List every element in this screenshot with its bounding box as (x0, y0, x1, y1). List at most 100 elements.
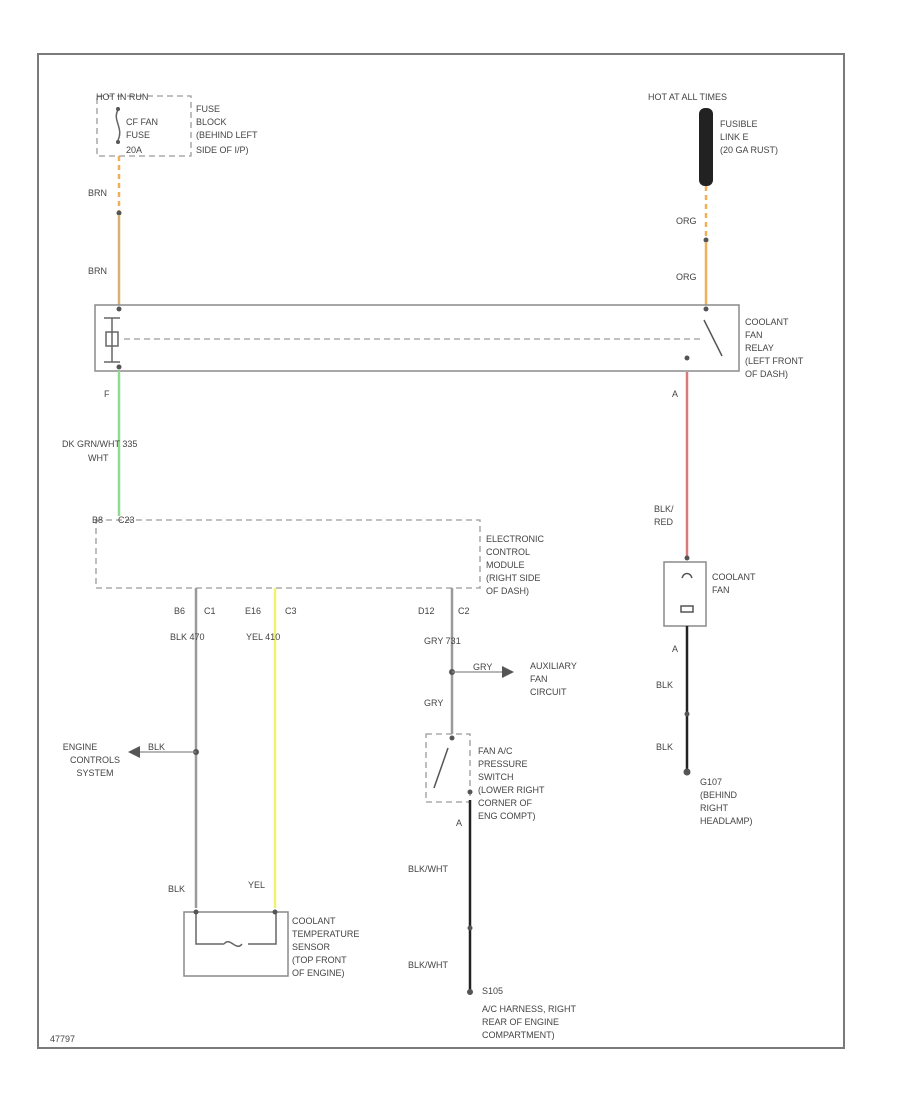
relay-line4: (LEFT FRONT (745, 356, 804, 366)
s105-line3: REAR OF ENGINE (482, 1017, 559, 1027)
ecm-pin-c3: C3 (285, 606, 297, 616)
ecm-pin-e16: E16 (245, 606, 261, 616)
ecm-pin-b8: B8 (92, 515, 103, 525)
relay-switch-arm (703, 319, 723, 357)
wire-blkwht-label-2: BLK/WHT (408, 960, 449, 970)
aux-line1: AUXILIARY (530, 661, 577, 671)
ecm-pin-d12: D12 (418, 606, 435, 616)
wire-blk-red-label-1: BLK/ (654, 504, 674, 514)
sensor-line3: SENSOR (292, 942, 331, 952)
ecm-line5: OF DASH) (486, 586, 529, 596)
sensor-pin-yel (272, 909, 278, 915)
aux-line2: FAN (530, 674, 548, 684)
fuse-block-line3: (BEHIND LEFT (196, 130, 258, 140)
wire-blkwht-label-1: BLK/WHT (408, 864, 449, 874)
s105-line1: S105 (482, 986, 503, 996)
fuse-block-line2: BLOCK (196, 117, 227, 127)
switch-line1: FAN A/C (478, 746, 513, 756)
sensor-line4: (TOP FRONT (292, 955, 347, 965)
coolant-temperature-sensor: BLK YEL COOLANT TEMPERATURE SENSOR (TOP … (168, 880, 359, 978)
connector-blk (684, 711, 690, 717)
switch-terminal-top (449, 735, 455, 741)
fan-symbol (680, 572, 694, 613)
wire-org-label-top: ORG (676, 216, 697, 226)
relay-line1: COOLANT (745, 317, 789, 327)
wire-blk-label-1: BLK (656, 680, 673, 690)
relay-pin-a: A (672, 389, 678, 399)
hot-in-run-label: HOT IN RUN (96, 92, 148, 102)
fusible-line2: LINK E (720, 132, 749, 142)
switch-terminal-bottom (467, 789, 473, 795)
wire-gry-aux-label: GRY (473, 662, 492, 672)
fan-line2: FAN (712, 585, 730, 595)
relay-coil (104, 317, 120, 363)
wire-blk-red-label-2: RED (654, 517, 674, 527)
switch-outline (425, 733, 471, 803)
fuse-name-line2: FUSE (126, 130, 150, 140)
wire-brn-label-mid: BRN (88, 266, 107, 276)
fusible-line3: (20 GA RUST) (720, 145, 778, 155)
g107-line2: (BEHIND (700, 790, 738, 800)
wire-gry731-label: GRY 731 (424, 636, 461, 646)
fuse-symbol (115, 109, 121, 141)
relay-line5: OF DASH) (745, 369, 788, 379)
wire-yel410-label: YEL 410 (246, 632, 280, 642)
coolant-fan-relay: COOLANT FAN RELAY (LEFT FRONT OF DASH) (94, 304, 804, 379)
ecm-pin-c23: C23 (118, 515, 135, 525)
g107-line4: HEADLAMP) (700, 816, 753, 826)
g107-line1: G107 (700, 777, 722, 787)
ecm-pin-b6: B6 (174, 606, 185, 616)
g107-line3: RIGHT (700, 803, 729, 813)
sensor-line2: TEMPERATURE (292, 929, 359, 939)
fuse-block: HOT IN RUN CF FAN FUSE 20A FUSE BLOCK (B… (96, 92, 258, 157)
ecm-line4: (RIGHT SIDE (486, 573, 540, 583)
ground-s105 (467, 989, 473, 995)
wire-blk-engine-label: BLK (148, 742, 165, 752)
switch-line3: SWITCH (478, 772, 514, 782)
wire-blk-label-2: BLK (656, 742, 673, 752)
engine-line1: ENGINE (63, 742, 98, 752)
relay-line3: RELAY (745, 343, 774, 353)
relay-switch-top (703, 306, 709, 312)
fuse-terminal-top (116, 107, 120, 111)
switch-arm (433, 747, 449, 789)
wire-brn-label-top: BRN (88, 188, 107, 198)
ecm-line3: MODULE (486, 560, 525, 570)
fuse-block-line4: SIDE OF I/P) (196, 145, 249, 155)
aux-line3: CIRCUIT (530, 687, 567, 697)
switch-pin-a: A (456, 818, 462, 828)
sensor-pin-blk (193, 909, 199, 915)
ecm-outline (95, 519, 481, 589)
fusible-link-body (699, 108, 713, 186)
s105-line2: A/C HARNESS, RIGHT (482, 1004, 577, 1014)
sensor-outline (183, 911, 289, 977)
ecm-line1: ELECTRONIC (486, 534, 545, 544)
switch-line5: CORNER OF (478, 798, 533, 808)
ecm-pin-c1: C1 (204, 606, 216, 616)
fuse-terminal-bottom (116, 140, 120, 144)
switch-line2: PRESSURE (478, 759, 528, 769)
engine-line2: CONTROLS (70, 755, 120, 765)
wire-yel-sensor-label: YEL (248, 880, 265, 890)
fan-line1: COOLANT (712, 572, 756, 582)
ecm-pin-c2: C2 (458, 606, 470, 616)
switch-line6: ENG COMPT) (478, 811, 536, 821)
diagram-frame (37, 53, 845, 1049)
connector-org (703, 237, 709, 243)
aux-arrow (502, 666, 514, 678)
relay-line2: FAN (745, 330, 763, 340)
s105-line4: COMPARTMENT) (482, 1030, 555, 1040)
wire-dkgrn-label-2: WHT (88, 453, 109, 463)
hot-at-all-times-label: HOT AT ALL TIMES (648, 92, 727, 102)
fan-pin-a: A (672, 644, 678, 654)
fuse-name-line1: CF FAN (126, 117, 158, 127)
wire-blk-sensor-label: BLK (168, 884, 185, 894)
figure-id: 47797 (50, 1034, 75, 1044)
connector-blkwht (467, 925, 473, 931)
engine-arrow (128, 746, 140, 758)
switch-line4: (LOWER RIGHT (478, 785, 545, 795)
ground-g107 (683, 768, 691, 776)
fan-outline (663, 561, 707, 627)
fusible-link: HOT AT ALL TIMES FUSIBLE LINK E (20 GA R… (648, 92, 778, 186)
